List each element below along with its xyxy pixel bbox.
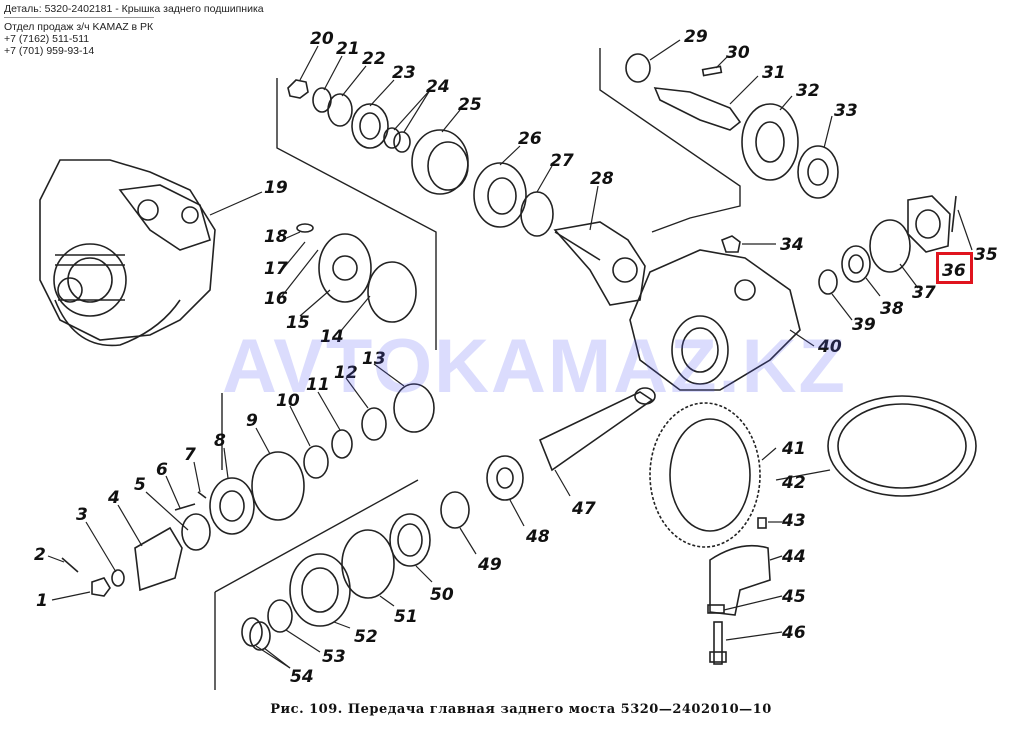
label-54[interactable]: 54 (290, 667, 314, 687)
label-48[interactable]: 48 (525, 527, 550, 547)
label-35[interactable]: 35 (974, 245, 998, 265)
frame-lines (214, 48, 741, 690)
label-17[interactable]: 17 (264, 259, 288, 279)
label-40[interactable]: 40 (817, 337, 842, 357)
label-14[interactable]: 14 (320, 327, 344, 347)
label-2[interactable]: 2 (34, 545, 46, 565)
label-19[interactable]: 19 (264, 178, 288, 198)
label-51[interactable]: 51 (394, 607, 418, 627)
parts-ring-gear-gasket (649, 395, 977, 548)
label-31[interactable]: 31 (762, 63, 786, 83)
part-title: Деталь: 5320-2402181 - Крышка заднего по… (4, 3, 264, 15)
label-4[interactable]: 4 (107, 488, 120, 508)
label-11[interactable]: 11 (306, 375, 330, 395)
assembled-gearbox-drawing (39, 159, 216, 347)
label-44[interactable]: 44 (781, 547, 806, 567)
parts-top-left (287, 79, 469, 195)
label-36[interactable]: 36 (942, 261, 966, 281)
label-37[interactable]: 37 (912, 283, 936, 303)
label-25[interactable]: 25 (458, 95, 482, 115)
label-12[interactable]: 12 (334, 363, 358, 383)
label-28[interactable]: 28 (590, 169, 614, 189)
label-45[interactable]: 45 (781, 587, 806, 607)
label-3[interactable]: 3 (76, 505, 88, 525)
label-15[interactable]: 15 (286, 313, 310, 333)
label-50[interactable]: 50 (430, 585, 454, 605)
phone-2[interactable]: +7 (701) 959-93-14 (4, 45, 95, 57)
label-7[interactable]: 7 (184, 445, 196, 465)
label-33[interactable]: 33 (834, 101, 858, 121)
leader-lines (47, 39, 973, 669)
label-34[interactable]: 34 (780, 235, 804, 255)
parts-shaft-center (440, 387, 656, 529)
figure-caption: Рис. 109. Передача главная заднего моста… (270, 702, 772, 717)
label-41[interactable]: 41 (781, 439, 806, 459)
part-number-labels: 1 2 3 4 5 6 7 8 9 10 11 12 13 14 15 16 1… (34, 27, 998, 687)
label-32[interactable]: 32 (796, 81, 820, 101)
label-13[interactable]: 13 (362, 349, 386, 369)
label-20[interactable]: 20 (310, 29, 334, 49)
label-16[interactable]: 16 (264, 289, 288, 309)
label-30[interactable]: 30 (726, 43, 750, 63)
parts-bottom-left (241, 513, 431, 651)
label-1[interactable]: 1 (36, 591, 48, 611)
label-27[interactable]: 27 (550, 151, 574, 171)
watermark-text: AVTOKAMAZ.KZ (222, 324, 847, 409)
label-18[interactable]: 18 (264, 227, 288, 247)
label-9[interactable]: 9 (246, 411, 258, 431)
parts-right (629, 195, 957, 391)
label-52[interactable]: 52 (354, 627, 378, 647)
label-6[interactable]: 6 (156, 460, 168, 480)
parts-bearing-cap (707, 517, 771, 665)
label-46[interactable]: 46 (781, 623, 806, 643)
header-info: Деталь: 5320-2402181 - Крышка заднего по… (4, 3, 264, 57)
label-29[interactable]: 29 (684, 27, 708, 47)
label-53[interactable]: 53 (322, 647, 346, 667)
label-23[interactable]: 23 (392, 63, 416, 83)
label-22[interactable]: 22 (362, 49, 386, 69)
label-38[interactable]: 38 (880, 299, 904, 319)
parts-left-middle (61, 223, 435, 597)
label-8[interactable]: 8 (214, 431, 226, 451)
sales-dept: Отдел продаж з/ч KAMAZ в РК (4, 21, 154, 33)
label-49[interactable]: 49 (477, 555, 502, 575)
label-21[interactable]: 21 (336, 39, 360, 59)
label-42[interactable]: 42 (781, 473, 806, 493)
label-26[interactable]: 26 (518, 129, 542, 149)
label-47[interactable]: 47 (571, 499, 596, 519)
label-43[interactable]: 43 (781, 511, 806, 531)
label-39[interactable]: 39 (852, 315, 876, 335)
parts-middle-top (473, 162, 646, 306)
parts-top-right (625, 53, 839, 199)
header-divider (4, 17, 154, 18)
label-10[interactable]: 10 (276, 391, 300, 411)
label-5[interactable]: 5 (134, 475, 146, 495)
highlighted-part-box (936, 252, 973, 284)
phone-1[interactable]: +7 (7162) 511-511 (4, 33, 90, 45)
label-24[interactable]: 24 (426, 77, 450, 97)
